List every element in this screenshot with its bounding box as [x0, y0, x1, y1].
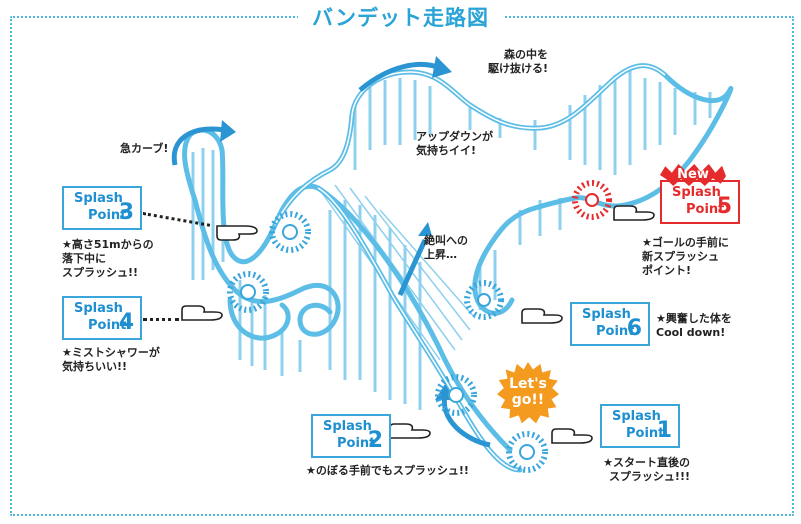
splash-burst-4 [227, 271, 269, 313]
dotted-pointer [143, 318, 179, 321]
start-badge: Let's go!! [497, 362, 559, 424]
page-title: バンデット走路図 [0, 2, 801, 32]
splash-point-5-caption: ★ゴールの手前に 新スプラッシュ ポイント! [642, 236, 729, 277]
pointing-hand-icon [389, 423, 431, 439]
splash-point-4-caption: ★ミストシャワーが 気持ちいい!! [62, 346, 160, 373]
pointing-hand-icon [181, 305, 223, 321]
pointing-hand-icon [521, 308, 563, 324]
pointing-hand-icon [551, 428, 593, 444]
splash-point-2-caption: ★のぼる手前でもスプラッシュ!! [306, 464, 469, 477]
splash-burst-1 [506, 431, 548, 473]
splash-point-1-caption: ★スタート直後の スプラッシュ!!! [603, 456, 690, 483]
start-badge-line2: go!! [511, 392, 545, 408]
label-scream: 絶叫への 上昇… [424, 234, 468, 261]
start-badge-line1: Let's [509, 376, 547, 392]
splash-burst-3 [269, 211, 311, 253]
pointing-hand-icon [613, 205, 655, 221]
splash-burst-5 [572, 180, 612, 220]
label-sharp-curve: 急カーブ! [120, 142, 169, 155]
splash-point-3-caption: ★高さ51mからの 落下中に スプラッシュ!! [62, 238, 154, 279]
pointing-hand-icon [216, 225, 258, 241]
label-up-down: アップダウンが 気持ちイイ! [416, 130, 493, 157]
splash-burst-2 [435, 374, 477, 416]
splash-point-6-caption: ★興奮した体を Cool down! [656, 312, 732, 339]
direction-arrows [171, 62, 491, 448]
label-forest: 森の中を 駆け抜ける! [488, 48, 549, 75]
splash-burst-6 [464, 280, 504, 320]
